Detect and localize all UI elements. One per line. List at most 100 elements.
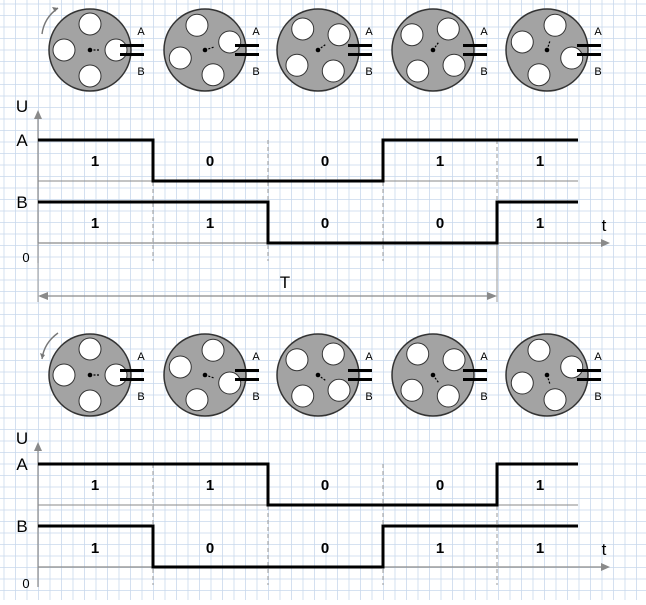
encoder-disk: AB [505, 8, 602, 92]
state-a-value: 1 [536, 153, 544, 170]
encoder-disk: AB [48, 333, 145, 417]
u-axis-arrow [34, 110, 42, 119]
rotate-clockwise-icon [41, 7, 59, 35]
sensor-a-label: A [252, 26, 260, 38]
u-axis-label: U [16, 429, 28, 448]
disk-hole [527, 63, 551, 87]
encoder-disk: AB [48, 8, 145, 92]
origin-label: 0 [22, 576, 29, 591]
encoder-disk: AB [276, 8, 373, 92]
signal-a-waveform [38, 138, 578, 183]
disk-hole [510, 371, 534, 395]
disk-pointer [546, 41, 551, 51]
disk-hole [560, 46, 584, 70]
sensor-b-label: B [137, 66, 144, 78]
signal-a-label: A [16, 131, 28, 150]
period-arrowhead-left [38, 292, 48, 300]
sensor-a-label: A [594, 26, 602, 38]
sensor-a-bar [577, 44, 601, 47]
disk-hole [78, 389, 102, 413]
disk-hole [201, 63, 225, 87]
state-a-value: 0 [436, 477, 444, 494]
sensor-a-label: A [480, 26, 488, 38]
signal-b-label: B [16, 517, 27, 536]
disk-hole [218, 30, 242, 54]
disk-hole [285, 53, 309, 77]
sensor-a-label: A [365, 26, 373, 38]
signal-axes [34, 110, 610, 263]
sensor-a-label: A [594, 351, 602, 363]
state-b-value: 0 [436, 215, 444, 232]
disk-hole [327, 23, 351, 47]
sensor-b-label: B [252, 391, 259, 403]
state-b-value: 1 [206, 215, 214, 232]
disk-hole [321, 59, 345, 83]
encoder-disk: AB [163, 8, 260, 92]
disk-hole [560, 355, 584, 379]
sensor-a-bar [348, 44, 372, 47]
rotate-counterclockwise-icon [40, 332, 59, 360]
disk-hole [78, 12, 102, 36]
state-b-value: 0 [321, 540, 329, 557]
state-b-value: 0 [206, 540, 214, 557]
disk-hole [406, 59, 430, 83]
disk-hole [291, 384, 315, 408]
disk-pointer [432, 374, 439, 383]
state-b-value: 1 [436, 540, 444, 557]
disk-hole [285, 348, 309, 372]
sensor-a-label: A [480, 351, 488, 363]
sensor-b-label: B [365, 66, 372, 78]
state-a-value: 0 [321, 477, 329, 494]
state-a-value: 1 [91, 153, 99, 170]
disk-hole [527, 338, 551, 362]
encoder-disk: AB [276, 333, 373, 417]
sensor-a-label: A [365, 351, 373, 363]
encoder-disk: AB [391, 333, 488, 417]
u-axis-arrow [34, 442, 42, 451]
state-a-value: 0 [206, 153, 214, 170]
period-arrowhead-right [487, 292, 497, 300]
sensor-b-bar [348, 53, 372, 56]
disk-hole [185, 388, 209, 412]
disk-hole [52, 38, 76, 62]
disk-pointer [204, 374, 214, 379]
disk-hole [218, 371, 242, 395]
sensor-a-bar [235, 44, 259, 47]
disk-hole [406, 342, 430, 366]
sensor-b-bar [120, 53, 144, 56]
state-a-value: 1 [206, 477, 214, 494]
sensor-b-bar [120, 378, 144, 381]
encoder-disk: AB [505, 333, 602, 417]
disk-hole [436, 17, 460, 41]
disk-pointer [317, 374, 326, 381]
sensor-a-bar [577, 369, 601, 372]
sensor-a-bar [463, 44, 487, 47]
sensor-a-label: A [137, 26, 145, 38]
t-axis-arrow [601, 239, 610, 247]
state-a-value: 0 [321, 153, 329, 170]
sensor-a-bar [120, 369, 144, 372]
disk-pointer [317, 44, 326, 51]
sensor-a-bar [120, 44, 144, 47]
sensor-a-bar [463, 369, 487, 372]
sensor-b-label: B [594, 391, 601, 403]
period-label: T [280, 273, 290, 292]
disk-hole [442, 348, 466, 372]
disk-hole [543, 388, 567, 412]
sensor-b-bar [348, 378, 372, 381]
encoder-disk: AB [163, 333, 260, 417]
disk-hole [442, 53, 466, 77]
rotation-arrowhead [52, 7, 58, 12]
state-a-value: 1 [536, 477, 544, 494]
disk-hole [400, 23, 424, 47]
disk-hole [510, 30, 534, 54]
u-axis-label: U [16, 97, 28, 116]
disk-hole [400, 378, 424, 402]
state-a-value: 1 [436, 153, 444, 170]
disk-hole [201, 338, 225, 362]
sensor-a-label: A [252, 351, 260, 363]
